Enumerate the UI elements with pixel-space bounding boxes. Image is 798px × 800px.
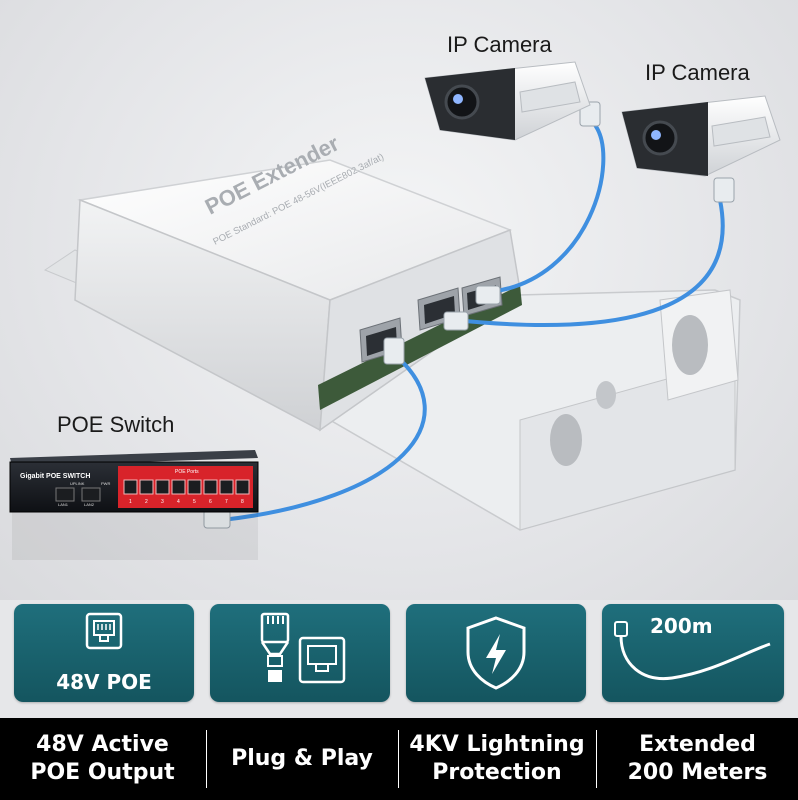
ethernet-port-icon — [203, 479, 218, 495]
ip-camera-2 — [621, 95, 781, 177]
rj45-plug-icon — [579, 101, 601, 127]
port-number: 7 — [225, 499, 228, 505]
feature-line: Plug & Play — [231, 746, 373, 771]
ethernet-port-icon — [187, 479, 202, 495]
feature-plug-play: Plug & Play — [207, 718, 397, 800]
rj45-plug-icon — [383, 337, 405, 365]
badge-distance: 200m — [602, 604, 784, 702]
feature-extended: Extended 200 Meters — [597, 718, 798, 800]
ethernet-port-icon — [219, 479, 234, 495]
port-number: 8 — [241, 499, 244, 505]
lightning-shield-icon — [466, 616, 526, 690]
poe-ports-label: POE Ports — [175, 469, 199, 475]
ethernet-port-icon — [55, 487, 75, 502]
divider — [596, 730, 597, 788]
port-number: 1 — [129, 499, 132, 505]
cable-icon — [614, 621, 771, 681]
rj45-plug-icon — [713, 177, 735, 203]
switch-label: POE Switch — [57, 412, 175, 437]
poe-extender-box: POE Extender POE Standard: POE 48-56V(IE… — [43, 130, 522, 432]
badge-lightning — [406, 604, 586, 702]
ethernet-port-icon — [139, 479, 154, 495]
distance-label: 200m — [650, 614, 713, 638]
poe-port-row — [123, 479, 250, 495]
switch-uplink-label: UPLINK — [70, 481, 85, 486]
switch-brand: Gigabit POE SWITCH — [20, 473, 90, 480]
feature-badges: 48V POE 200m — [0, 600, 798, 718]
feature-line: Protection — [432, 760, 562, 785]
port-number: 4 — [177, 499, 180, 505]
feature-line: POE Output — [30, 760, 175, 785]
rj45-plug-icon — [475, 285, 501, 305]
ethernet-port-icon — [171, 479, 186, 495]
port-number: 2 — [145, 499, 148, 505]
feature-line: Extended — [639, 732, 756, 757]
divider — [206, 730, 207, 788]
ip-camera-1 — [424, 61, 591, 141]
badge-48v-poe: 48V POE — [14, 604, 194, 702]
ethernet-port-icon — [81, 487, 101, 502]
rj45-plug-icon — [260, 612, 346, 684]
feature-48v-active: 48V Active POE Output — [0, 718, 205, 800]
switch-pwr-label: PWR — [101, 481, 110, 486]
switch-lan2-label: LAN2 — [84, 502, 95, 507]
poe-switch: Gigabit POE SWITCH UPLINK PWR LAN1 LAN2 … — [9, 450, 259, 560]
feature-bar: 48V Active POE Output Plug & Play 4KV Li… — [0, 718, 798, 800]
divider — [398, 730, 399, 788]
product-scene: POE Extender POE Standard: POE 48-56V(IE… — [0, 0, 798, 600]
feature-lightning: 4KV Lightning Protection — [399, 718, 595, 800]
ethernet-port-icon — [235, 479, 250, 495]
ethernet-port-icon — [85, 612, 123, 650]
camera-label-1: IP Camera — [447, 32, 552, 57]
feature-line: 48V Active — [36, 732, 169, 757]
port-number: 5 — [193, 499, 196, 505]
badge-plug-play — [210, 604, 390, 702]
switch-lan1-label: LAN1 — [58, 502, 69, 507]
ethernet-port-icon — [123, 479, 138, 495]
port-number: 6 — [209, 499, 212, 505]
feature-line: 200 Meters — [627, 760, 768, 785]
ethernet-cables — [220, 123, 725, 522]
port-number: 3 — [161, 499, 164, 505]
rj45-plug-icon — [443, 311, 469, 331]
product-illustration: POE Extender POE Standard: POE 48-56V(IE… — [9, 61, 781, 560]
feature-line: 4KV Lightning — [409, 732, 585, 757]
camera-label-2: IP Camera — [645, 60, 750, 85]
ethernet-port-icon — [155, 479, 170, 495]
badge-caption: 48V POE — [56, 670, 152, 694]
poe-port-numbers: 1 2 3 4 5 6 7 8 — [129, 499, 244, 505]
